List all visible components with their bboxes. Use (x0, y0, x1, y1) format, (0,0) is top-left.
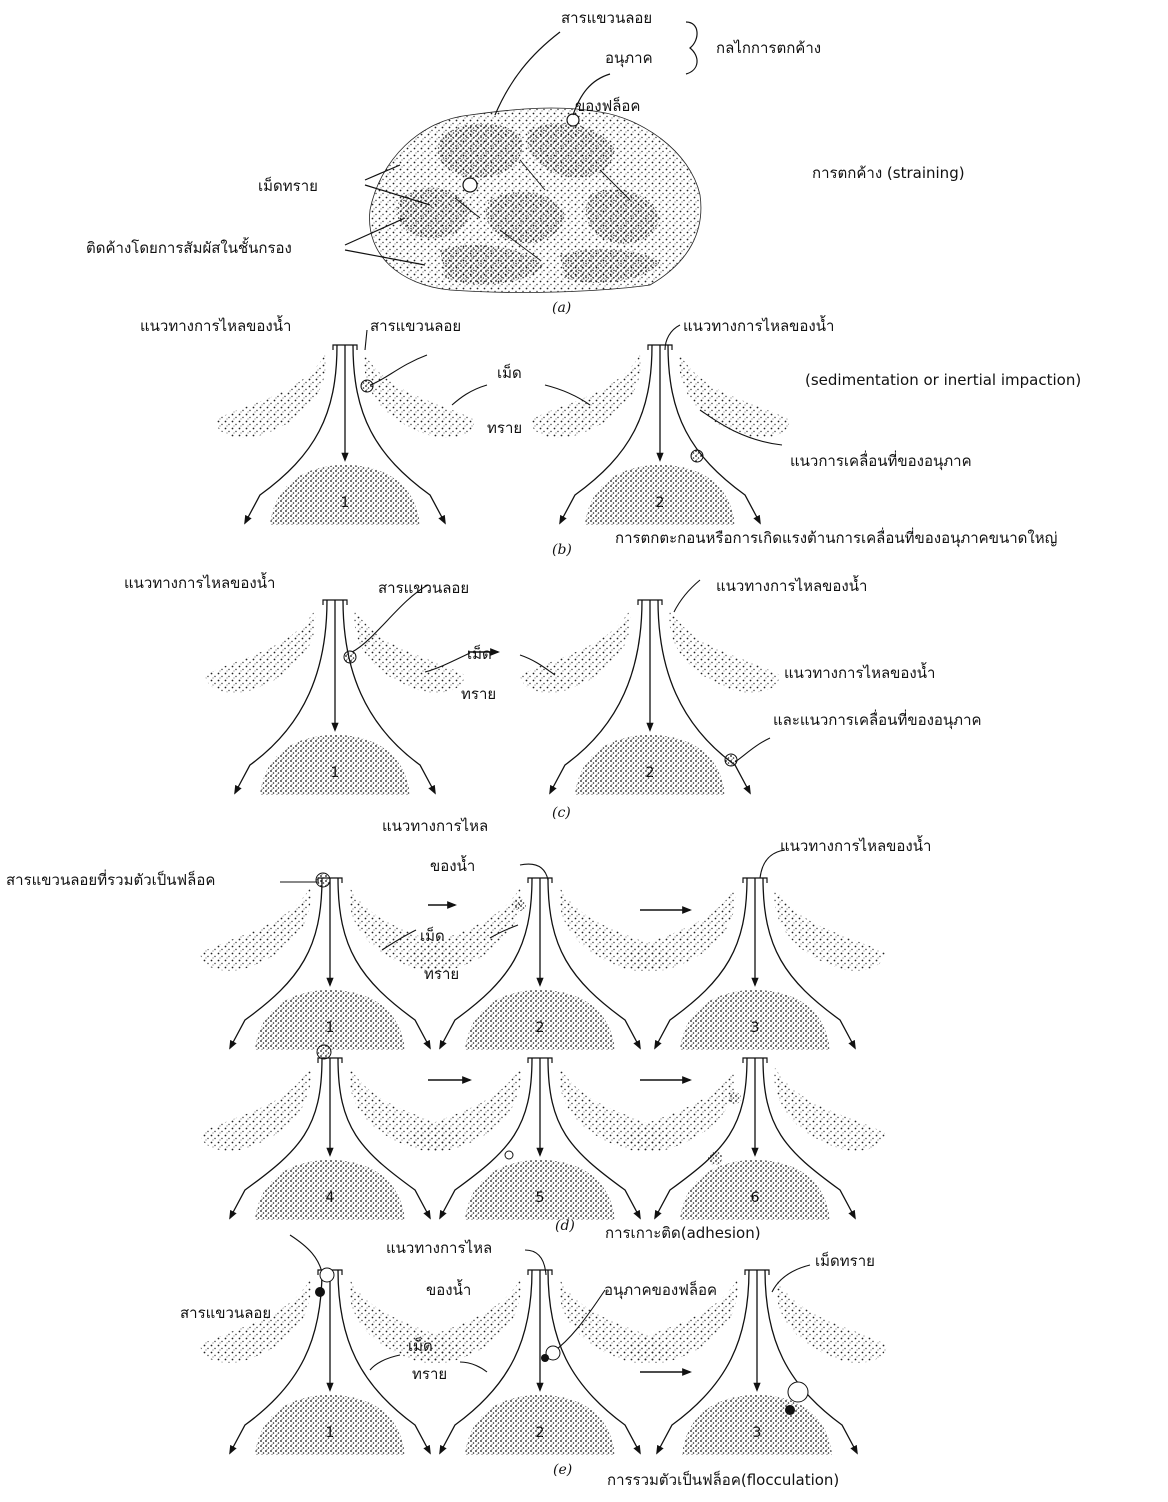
upper-left-grain (215, 355, 326, 438)
caption-d: (d) (555, 1218, 575, 1234)
panel-a-grain-bed (370, 108, 701, 292)
title-d: การเกาะติด(adhesion) (605, 1225, 761, 1242)
upper-right-grain (774, 1068, 885, 1151)
label-floc-suspended-d: สารแขวนลอยที่รวมตัวเป็นฟล็อค (6, 872, 215, 889)
label-grain-top-d: เม็ด (420, 928, 445, 945)
label-contact-a: ติดค้างโดยการสัมผัสในชั้นกรอง (86, 240, 292, 257)
grain-number: 2 (646, 765, 655, 781)
grain-number: 3 (753, 1425, 762, 1441)
label-of-floc-a: ของฟล็อค (575, 98, 640, 115)
upper-right-grain (679, 355, 790, 438)
grain-number: 3 (751, 1020, 760, 1036)
upper-left-grain (625, 888, 736, 971)
label-sand-grain-e: เม็ดทราย (815, 1253, 875, 1270)
label-suspended-a: สารแขวนลอย (561, 10, 652, 27)
upper-right-grain (774, 888, 885, 971)
label-flow-path-b-left: แนวทางการไหลของน้ำ (140, 318, 291, 335)
label-straining-a: การตกค้าง (straining) (812, 165, 965, 182)
label-mechanism-en-b: (sedimentation or inertial impaction) (805, 372, 1081, 389)
label-flow-path-c-left: แนวทางการไหลของน้ำ (124, 575, 275, 592)
label-flow-path-and-c: แนวทางการไหลของน้ำ (784, 665, 935, 682)
grain-number: 2 (536, 1020, 545, 1036)
label-grain-top-b: เม็ด (497, 365, 522, 382)
grain-number: 1 (341, 495, 350, 511)
label-flow-path-c-right: แนวทางการไหลของน้ำ (716, 578, 867, 595)
label-flow-path-e-bottom: ของน้ำ (426, 1282, 471, 1299)
label-particle-a: อนุภาค (605, 50, 653, 67)
title-b: การตกตะกอนหรือการเกิดแรงต้านการเคลื่อนที… (615, 530, 1057, 547)
label-flow-path-b-right: แนวทางการไหลของน้ำ (683, 318, 834, 335)
upper-right-grain (669, 610, 780, 693)
grain-number: 5 (536, 1190, 545, 1206)
grain-number: 1 (326, 1425, 335, 1441)
upper-right-grain (354, 610, 465, 693)
grain-number: 1 (331, 765, 340, 781)
grain-number: 4 (326, 1190, 335, 1206)
label-sand-grain-a: เม็ดทราย (258, 178, 318, 195)
label-grain-bottom-c: ทราย (461, 686, 496, 703)
label-mechanism-a: กลไกการตกค้าง (716, 40, 821, 57)
grain-number: 2 (656, 495, 665, 511)
upper-left-grain (520, 610, 631, 693)
label-flow-path-d-top: แนวทางการไหล (382, 818, 488, 835)
label-flow-path-e-top: แนวทางการไหล (386, 1240, 492, 1257)
label-suspended-c: สารแขวนลอย (378, 580, 469, 597)
caption-a: (a) (552, 300, 571, 316)
caption-c: (c) (552, 805, 571, 821)
label-floc-particle-e: อนุภาคของฟล็อค (604, 1282, 717, 1299)
caption-e: (e) (553, 1462, 572, 1478)
label-grain-bottom-b: ทราย (487, 420, 522, 437)
title-e: การรวมตัวเป็นฟล็อค(flocculation) (607, 1472, 839, 1489)
upper-right-grain (364, 355, 475, 438)
label-suspended-b: สารแขวนลอย (370, 318, 461, 335)
caption-b: (b) (552, 542, 572, 558)
upper-left-grain (200, 1068, 311, 1151)
grain-number: 2 (536, 1425, 545, 1441)
upper-left-grain (205, 610, 316, 693)
upper-left-grain (200, 888, 311, 971)
label-grain-top-c: เม็ด (467, 646, 492, 663)
upper-right-grain (776, 1280, 887, 1363)
pore-flow-units (200, 345, 887, 1455)
label-grain-bottom-e: ทราย (412, 1366, 447, 1383)
upper-left-grain (530, 355, 641, 438)
label-particle-path-and-c: และแนวการเคลื่อนที่ของอนุภาค (773, 712, 982, 729)
grain-number: 1 (326, 1020, 335, 1036)
label-grain-top-e: เม็ด (408, 1338, 433, 1355)
label-grain-bottom-d: ทราย (424, 966, 459, 983)
label-flow-path-d-right: แนวทางการไหลของน้ำ (780, 838, 931, 855)
label-particle-path-b: แนวการเคลื่อนที่ของอนุภาค (790, 453, 972, 470)
label-suspended-e: สารแขวนลอย (180, 1305, 271, 1322)
label-flow-path-d-bottom: ของน้ำ (430, 858, 475, 875)
grain-number: 6 (751, 1190, 760, 1206)
